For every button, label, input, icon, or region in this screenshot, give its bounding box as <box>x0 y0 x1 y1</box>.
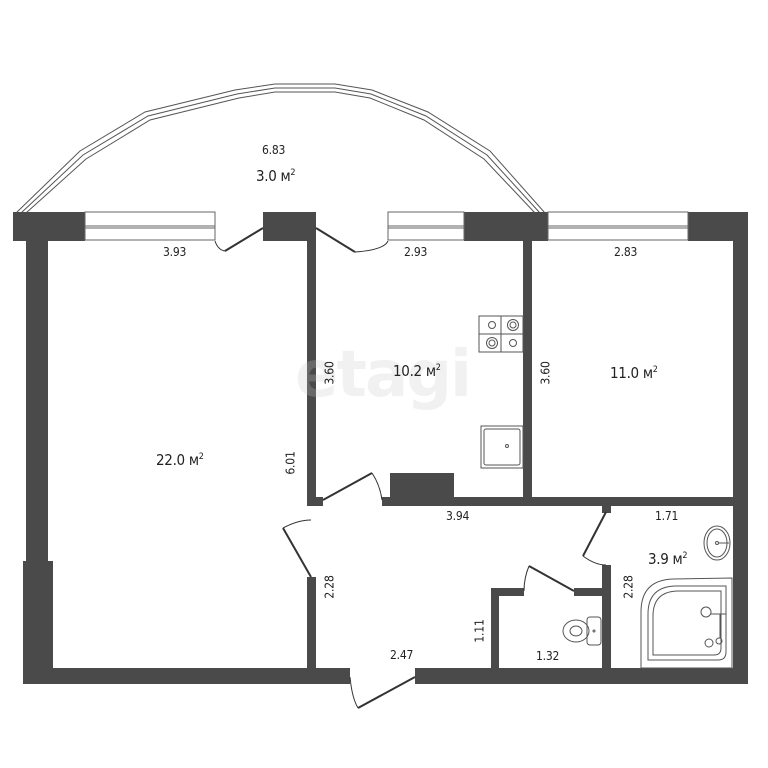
washbasin-icon <box>703 525 731 561</box>
bedroom-width-label: 2.83 <box>614 245 638 259</box>
stove-icon <box>478 315 524 353</box>
hall-width-label: 3.94 <box>446 509 470 523</box>
bedroom-area-label: 11.0 м2 <box>610 364 658 382</box>
kitchen-area-label: 10.2 м2 <box>393 362 441 380</box>
living-door <box>282 527 312 578</box>
bath-area-label: 3.9 м2 <box>648 550 688 568</box>
hall-bottom-label: 2.47 <box>390 648 414 662</box>
entry-door <box>357 676 416 709</box>
toilet-icon <box>562 616 602 646</box>
doors <box>214 227 607 709</box>
windows <box>84 211 689 241</box>
balcony-door-right <box>315 227 356 253</box>
balcony-area-label: 3.0 м2 <box>256 167 296 185</box>
toilet-width-label: 1.32 <box>536 649 560 663</box>
balcony-width-label: 6.83 <box>262 143 286 157</box>
kitchen-width-label: 2.93 <box>404 245 428 259</box>
living-length-label: 6.01 <box>283 451 298 475</box>
bath-length-label: 2.28 <box>621 575 636 599</box>
living-area-label: 22.0 м2 <box>156 451 204 469</box>
kitchen-sink-icon <box>480 425 524 469</box>
watermark: etagi <box>295 338 472 412</box>
bedroom-length-label: 3.60 <box>538 361 553 385</box>
living-width-label: 3.93 <box>163 245 187 259</box>
kitchen-length-label: 3.60 <box>322 361 337 385</box>
bath-width-label: 1.71 <box>655 509 679 523</box>
kitchen-door <box>322 472 373 501</box>
balcony-door-left <box>224 227 264 252</box>
hall-length-label: 2.28 <box>322 575 337 599</box>
bathroom-door <box>582 511 607 557</box>
shower-cabin-icon <box>640 577 733 669</box>
walls <box>13 212 748 684</box>
balcony-glazing <box>15 83 546 214</box>
toilet-door <box>528 565 575 592</box>
hall-toilet-side-label: 1.11 <box>472 619 487 643</box>
